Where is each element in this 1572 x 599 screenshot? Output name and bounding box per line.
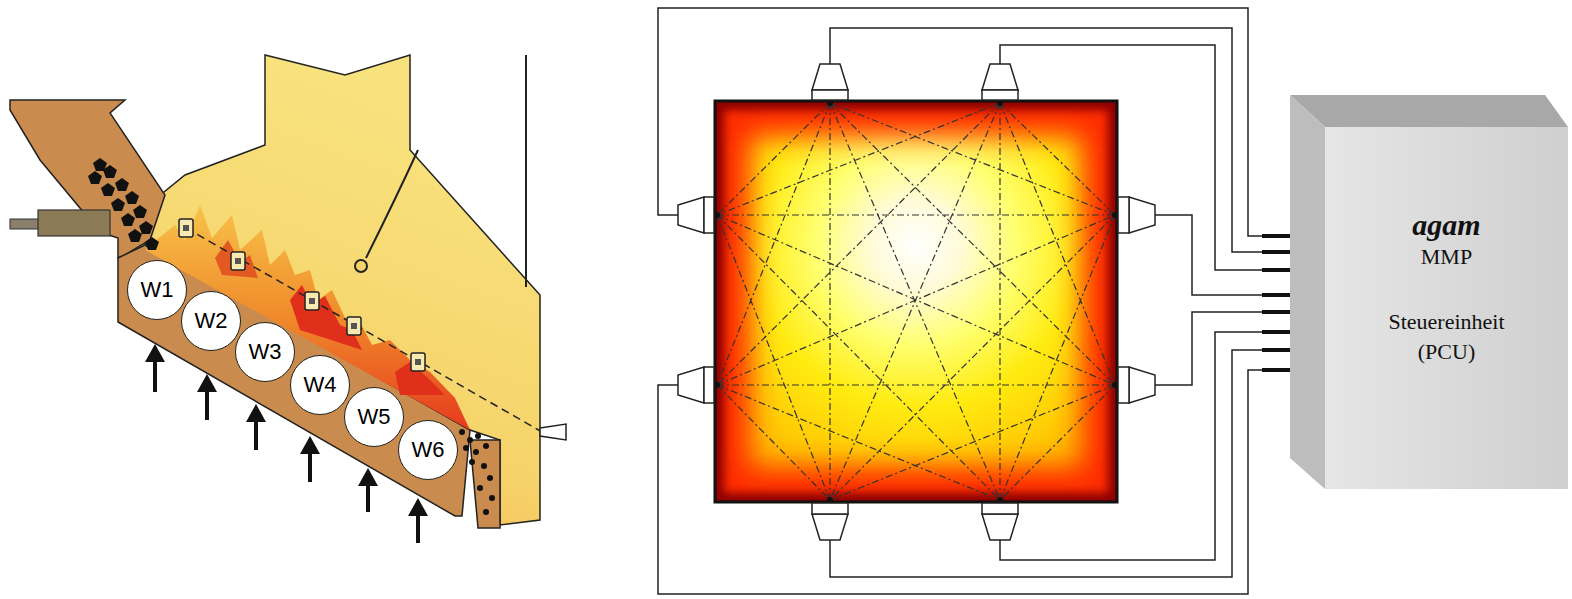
sensor — [540, 424, 566, 440]
ash — [459, 429, 495, 515]
roller-label: W5 — [358, 406, 391, 428]
baffle — [355, 260, 367, 272]
wire — [658, 8, 1286, 594]
control-unit-box: agamMMP Steuereinheit (PCU) — [1325, 127, 1568, 489]
measurement-area — [715, 101, 1117, 502]
grate-roller: W2 — [181, 291, 241, 351]
unit-label: Steuereinheit (PCU) — [1372, 307, 1522, 367]
roller-label: W3 — [249, 341, 282, 363]
roller-label: W6 — [412, 439, 445, 461]
grate-roller: W6 — [398, 420, 458, 480]
wire-terminal — [1262, 236, 1290, 370]
grate-roller: W1 — [127, 260, 187, 320]
sensor — [179, 219, 425, 371]
unit-label: agam — [1412, 207, 1480, 243]
transducer — [678, 64, 1155, 540]
measurement-paths — [717, 103, 1115, 500]
wall-line — [525, 55, 527, 287]
box-side — [1290, 95, 1325, 489]
grate-roller: W4 — [290, 355, 350, 415]
flame-red — [290, 285, 362, 350]
roller-label: W1 — [141, 279, 174, 301]
grate-roller: W5 — [344, 387, 404, 447]
feed-ram — [38, 210, 110, 236]
flame-red — [215, 240, 258, 278]
baffle — [366, 150, 418, 258]
ash-shaft — [470, 440, 500, 528]
air-arrow — [145, 344, 428, 543]
box-top — [1290, 95, 1568, 127]
roller-label: W2 — [195, 310, 228, 332]
grate-roller: W3 — [235, 322, 295, 382]
feed-chute — [10, 100, 165, 258]
roller-label: W4 — [304, 374, 337, 396]
temperature-map — [715, 101, 1117, 502]
unit-label: MMP — [1421, 243, 1472, 271]
flames — [145, 205, 470, 430]
transducer-dot — [714, 100, 1118, 503]
